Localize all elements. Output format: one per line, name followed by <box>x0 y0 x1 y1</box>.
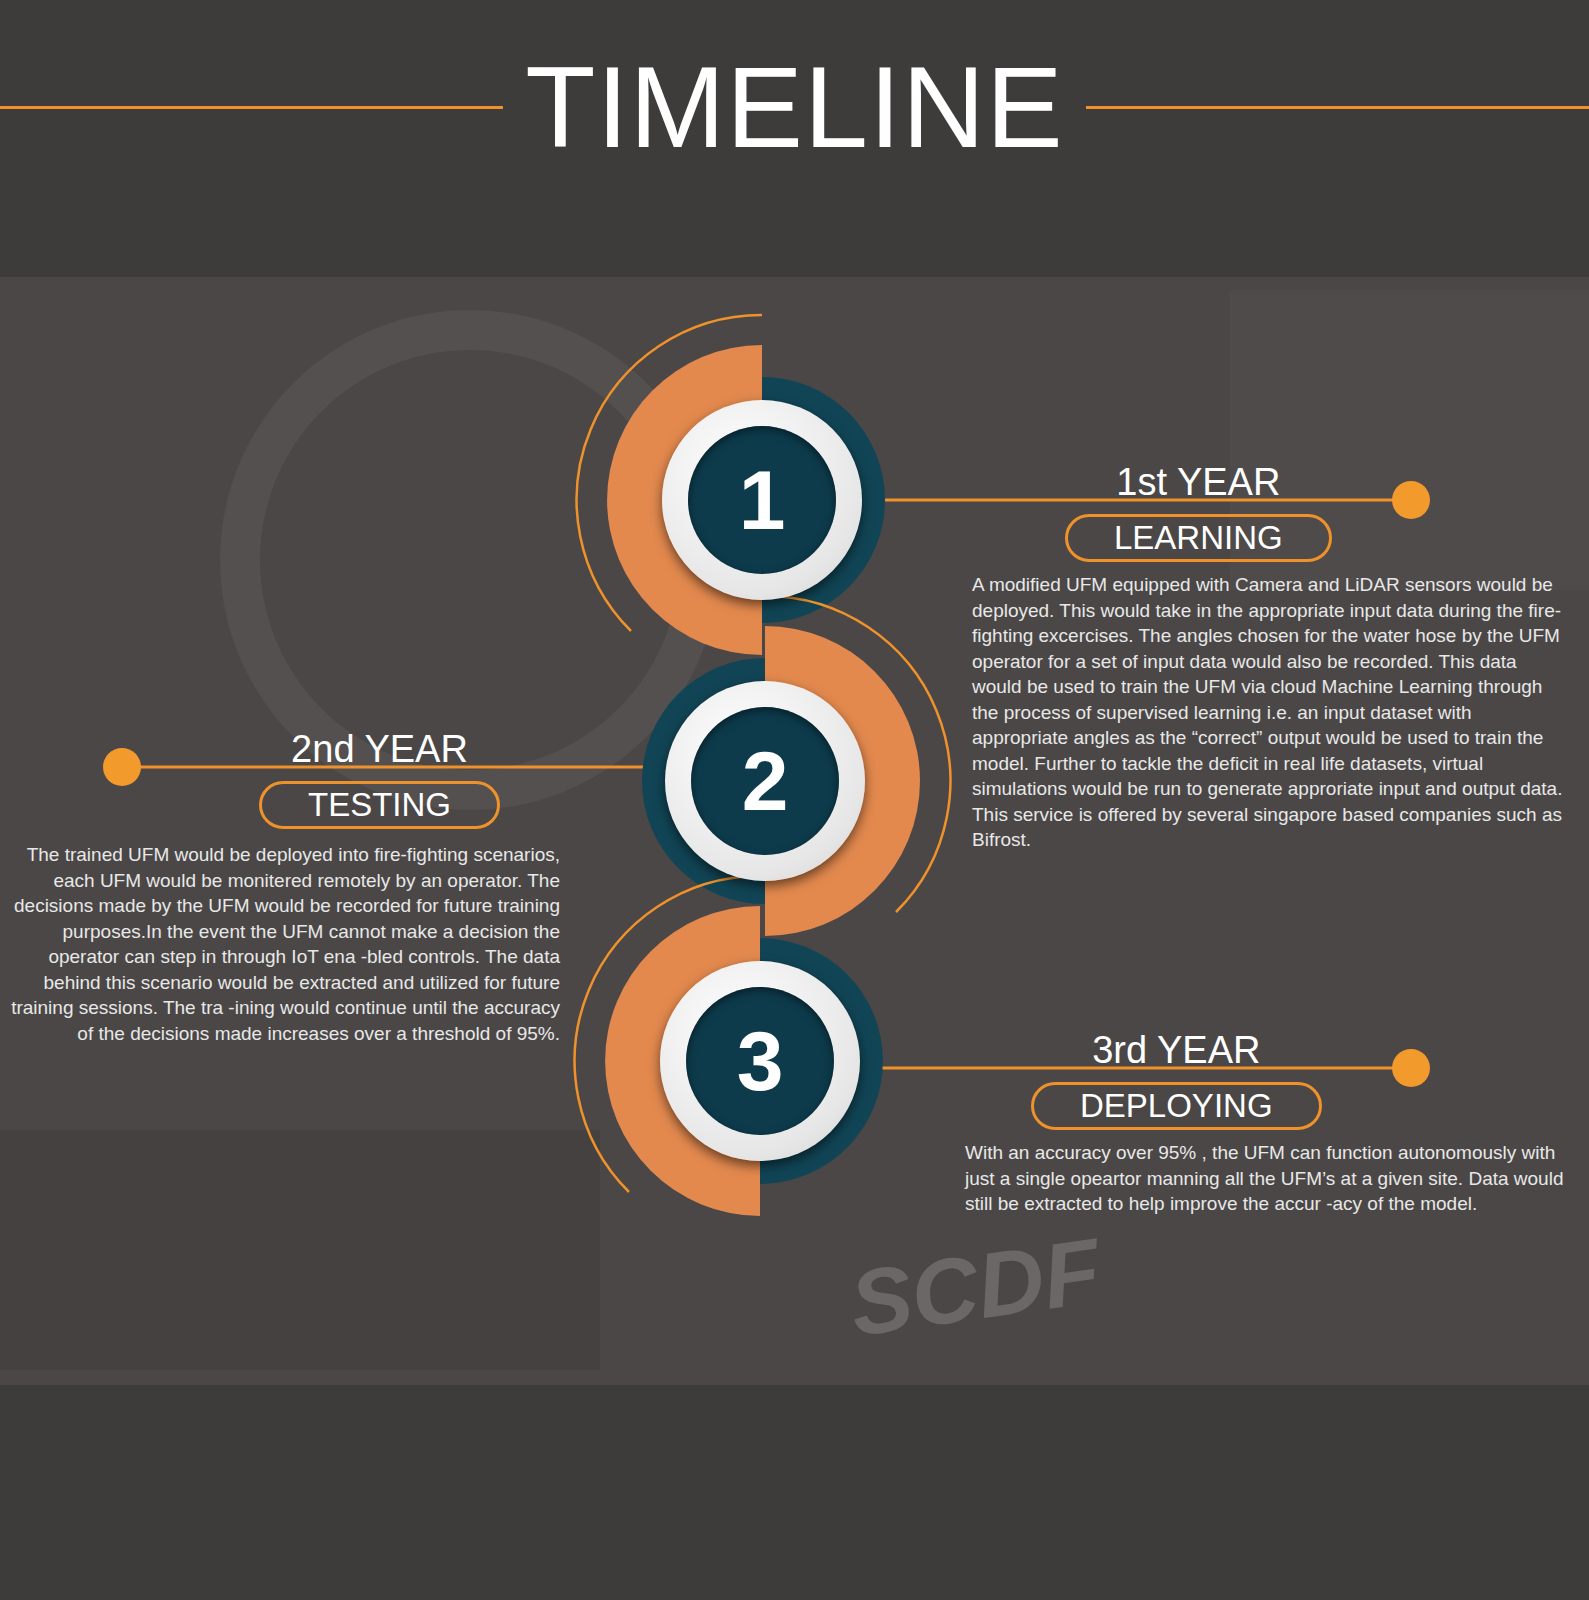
body-text: A modified UFM equipped with Camera and … <box>972 572 1567 853</box>
step-number: 1 <box>688 426 836 574</box>
watermark: SCDF <box>844 1218 1107 1357</box>
step-circle: 3 <box>660 961 860 1161</box>
step-number: 3 <box>686 987 834 1135</box>
end-dot <box>1392 481 1430 519</box>
step-number: 2 <box>691 707 839 855</box>
step-one-decor <box>577 315 885 655</box>
title-row: TIMELINE <box>0 42 1589 172</box>
photo-shape <box>1230 290 1589 590</box>
step-three-decor <box>575 876 883 1216</box>
title: TIMELINE <box>525 42 1063 172</box>
year-heading: 1st YEAR <box>1116 463 1280 501</box>
phase-pill: 3rd YEARDEPLOYING <box>1031 1082 1322 1130</box>
step-two-decor <box>642 596 950 936</box>
title-rule <box>1086 106 1589 109</box>
end-dot <box>1392 1049 1430 1087</box>
title-rule <box>0 106 503 109</box>
year-heading: 3rd YEAR <box>1092 1031 1260 1069</box>
body-text: With an accuracy over 95% , the UFM can … <box>965 1140 1565 1217</box>
body-text: The trained UFM would be deployed into f… <box>10 842 560 1046</box>
photo-panel <box>0 277 1589 1385</box>
phase-name: TESTING <box>308 785 451 825</box>
phase-name: LEARNING <box>1114 518 1283 558</box>
end-dot <box>103 748 141 786</box>
phase-pill: 1st YEARLEARNING <box>1065 514 1332 562</box>
phase-pill: 2nd YEARTESTING <box>259 781 500 829</box>
year-heading: 2nd YEAR <box>291 730 468 768</box>
phase-name: DEPLOYING <box>1080 1086 1273 1126</box>
photo-grille <box>0 1130 600 1370</box>
step-circle: 2 <box>665 681 865 881</box>
step-circle: 1 <box>662 400 862 600</box>
